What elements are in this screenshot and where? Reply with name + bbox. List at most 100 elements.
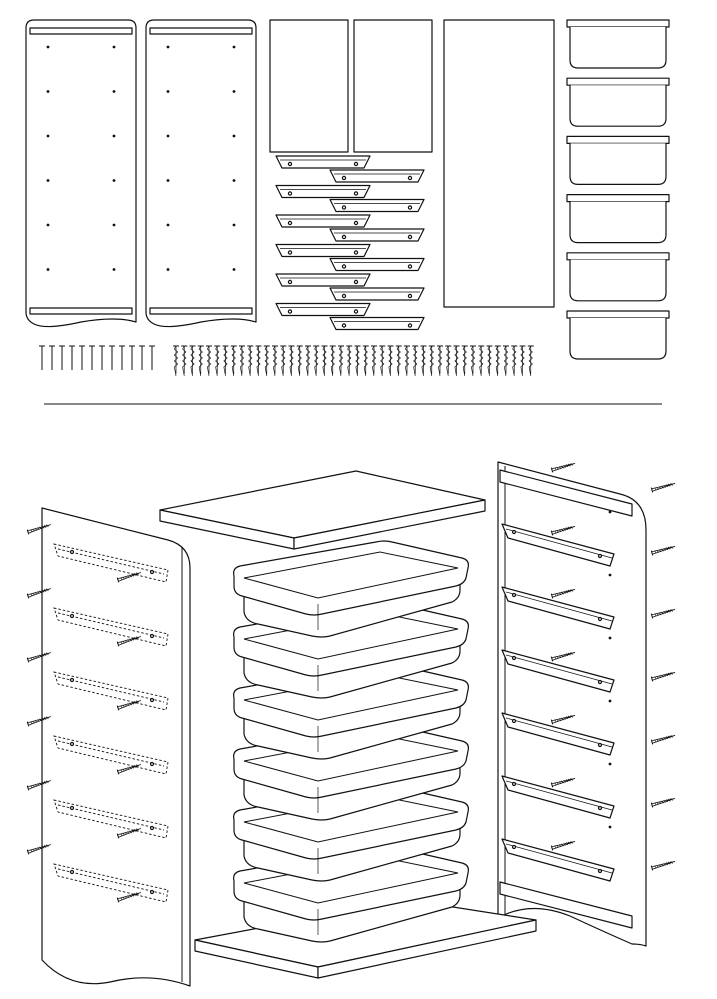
right-runner <box>501 762 615 819</box>
drawer-bin <box>566 135 670 185</box>
cleat <box>29 307 133 315</box>
drawer-runner <box>275 184 371 199</box>
pilot-hole <box>608 699 612 703</box>
right-runner <box>501 573 615 630</box>
screw <box>420 345 427 377</box>
screw <box>395 345 402 377</box>
back-panel-piece <box>443 19 555 308</box>
drawer-bin <box>566 194 670 244</box>
drawer-runner <box>329 198 425 213</box>
screw <box>329 345 336 377</box>
right-runner <box>501 825 615 882</box>
screw <box>181 345 188 377</box>
screw <box>362 345 369 377</box>
screw <box>478 345 485 377</box>
assembly-screw <box>550 651 576 662</box>
screw <box>527 345 534 377</box>
assembly-screw <box>650 545 676 556</box>
pilot-hole <box>46 223 50 227</box>
right-side-panel <box>497 461 676 947</box>
screw <box>511 345 518 377</box>
pilot-hole <box>166 134 170 138</box>
pilot-hole <box>166 179 170 182</box>
pilot-hole <box>608 762 612 766</box>
drawer-runner-pieces <box>275 155 425 331</box>
pilot-hole <box>166 90 170 93</box>
top-board <box>159 470 486 550</box>
screw <box>412 345 419 377</box>
assembly-screw <box>116 636 141 647</box>
screw <box>263 345 270 377</box>
drawer-runner <box>329 228 425 242</box>
assembly-screw <box>550 777 576 788</box>
assembly-screw <box>650 482 676 493</box>
assembly-screw <box>26 780 51 791</box>
screw <box>470 345 476 377</box>
drawer-runner <box>275 155 371 169</box>
drawer-bin-pieces <box>566 19 670 360</box>
pilot-hole <box>608 636 612 640</box>
screw <box>503 345 509 377</box>
assembly-screw <box>650 860 676 871</box>
pilot-hole <box>46 134 50 138</box>
screw <box>296 345 303 377</box>
screw <box>494 345 501 377</box>
top-bottom-panel <box>353 19 433 153</box>
assembly-screw <box>116 764 141 775</box>
right-top-cleat <box>499 469 633 517</box>
screw <box>197 345 204 377</box>
drawer-runner <box>275 273 371 287</box>
hardware-nails-and-screws <box>39 345 534 377</box>
assembly-screw <box>116 828 141 839</box>
screw <box>272 345 278 377</box>
drawer-bin <box>566 77 670 127</box>
side-panel <box>25 19 137 328</box>
screw <box>519 345 526 377</box>
pilot-hole <box>232 179 236 182</box>
drawer-runner <box>329 169 425 183</box>
assembly-screw <box>26 716 51 727</box>
right-panel-face <box>497 461 647 947</box>
drawer-runner <box>329 316 425 331</box>
assembly-screw <box>26 652 51 663</box>
pilot-hole <box>112 90 116 93</box>
screw <box>313 345 320 377</box>
assembly-screw <box>550 462 576 473</box>
nail <box>89 345 95 370</box>
left-runner-hidden <box>53 799 169 839</box>
bottom-board <box>194 899 537 979</box>
left-side-panel <box>26 507 191 987</box>
drawer-runner <box>329 257 425 272</box>
pilot-hole <box>46 179 50 182</box>
screw <box>255 345 262 377</box>
screw <box>437 345 443 377</box>
drawer-runner <box>275 214 371 228</box>
nail <box>49 345 55 370</box>
screw <box>222 345 229 377</box>
pilot-hole <box>232 223 236 227</box>
screw <box>379 345 386 377</box>
pilot-hole <box>46 90 50 93</box>
screw <box>206 345 212 377</box>
drawer-bin <box>566 310 670 360</box>
screw <box>173 345 179 377</box>
right-bottom-cleat <box>499 881 633 929</box>
screw <box>387 345 394 377</box>
screw <box>189 345 196 377</box>
assembly-screw <box>650 608 676 619</box>
pilot-hole <box>112 45 116 49</box>
drawer-bin <box>566 252 670 302</box>
assembly-screw <box>550 588 576 599</box>
right-runner <box>501 510 615 567</box>
nail <box>69 345 75 370</box>
nail <box>109 345 115 370</box>
nail <box>99 345 105 370</box>
cleat <box>29 27 133 35</box>
screw <box>305 345 311 377</box>
assembly-screw <box>116 700 141 711</box>
assembly-screw <box>116 892 141 903</box>
screw <box>280 345 287 377</box>
assembly-screw <box>650 671 676 682</box>
drawer-runner <box>275 243 371 258</box>
